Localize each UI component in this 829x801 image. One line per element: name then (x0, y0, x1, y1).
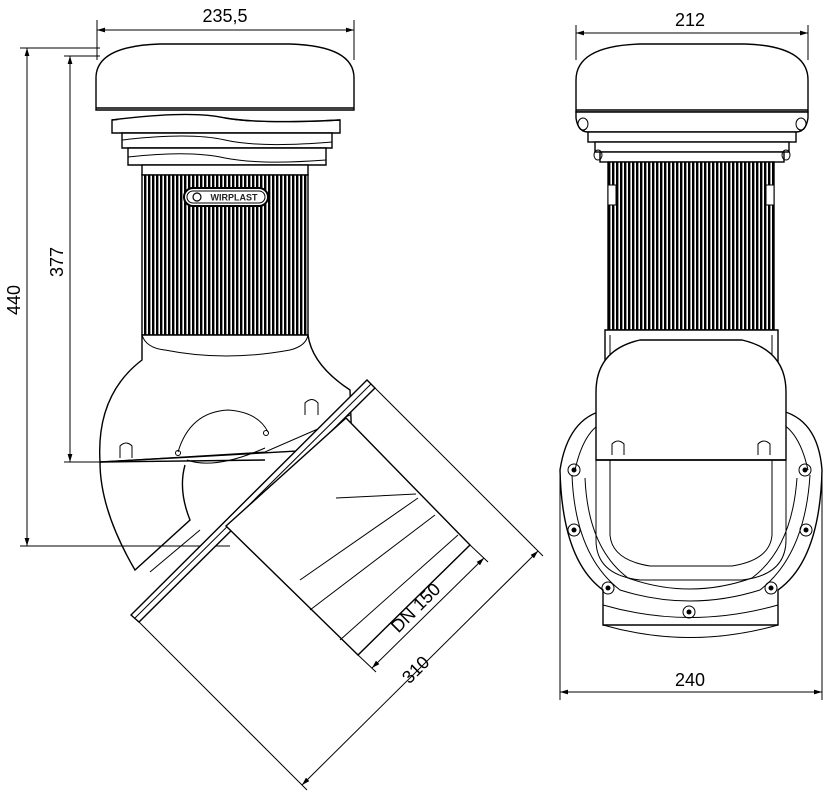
dimension-height-total: 440 (4, 47, 230, 547)
front-view: 212 (559, 10, 823, 700)
logo-icon (192, 192, 202, 202)
front-cap (575, 43, 809, 163)
screw (567, 463, 581, 477)
front-flange-screws (567, 463, 813, 619)
dimension-label-235-5: 235,5 (202, 6, 247, 26)
brand-logo: WIRPLAST (211, 193, 258, 203)
dimension-label-377: 377 (47, 247, 67, 277)
dimension-top-width-front: 212 (575, 10, 809, 60)
side-ribbed-tube: WIRPLAST (141, 174, 309, 336)
side-cap (95, 43, 355, 176)
screw (798, 463, 812, 477)
screw (567, 523, 581, 537)
screw (682, 605, 696, 619)
dimension-label-240: 240 (675, 670, 705, 690)
screw (799, 523, 813, 537)
side-view: 235,5 440 377 (4, 6, 544, 791)
screw (601, 581, 615, 595)
dimension-label-212: 212 (675, 10, 705, 30)
front-ribbed-tube (607, 161, 775, 331)
dimension-top-width-side: 235,5 (96, 6, 355, 60)
dimension-height-body: 377 (47, 55, 100, 463)
dimension-base-width: 240 (559, 470, 823, 700)
screw (764, 581, 778, 595)
dimension-label-310: 310 (398, 652, 433, 687)
dimension-label-440: 440 (4, 285, 24, 315)
front-elbow (559, 329, 823, 638)
